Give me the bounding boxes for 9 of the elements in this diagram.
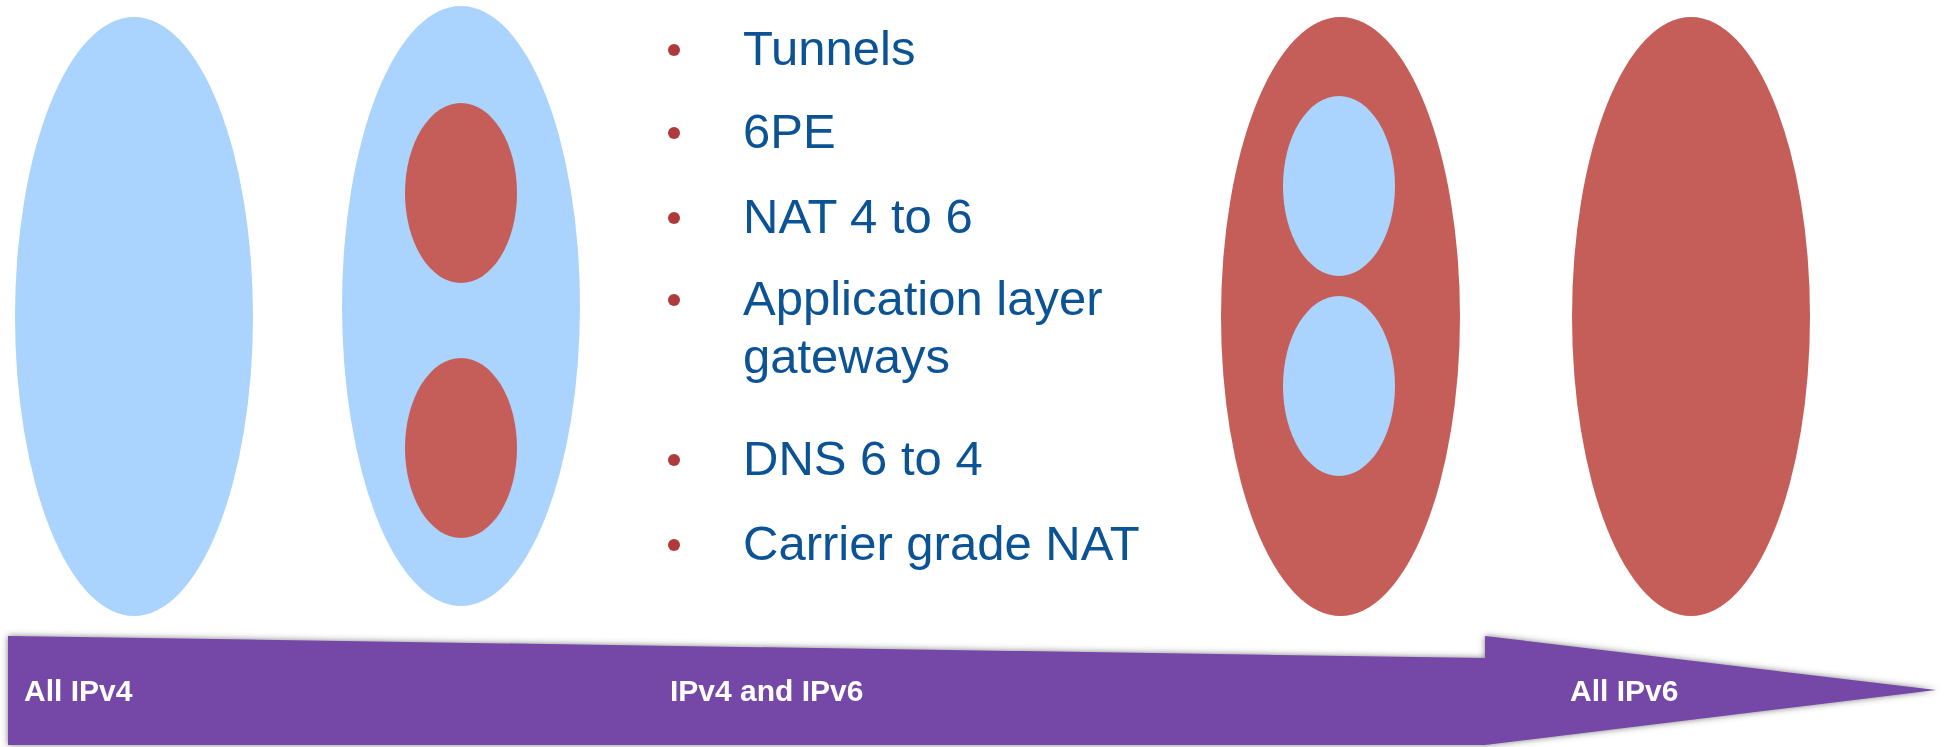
bullet-text: Carrier grade NAT	[743, 515, 1141, 572]
bullet-text: DNS 6 to 4	[743, 430, 984, 487]
arrow-label: All IPv4	[24, 676, 133, 706]
bullet-text: Application layer gateways	[743, 270, 1104, 385]
bullet-text: 6PE	[743, 103, 837, 160]
arrow-label: All IPv6	[1570, 676, 1679, 706]
bullet-text: NAT 4 to 6	[743, 188, 974, 245]
bullet-text: Tunnels	[743, 20, 917, 77]
arrow-label: IPv4 and IPv6	[670, 676, 864, 706]
